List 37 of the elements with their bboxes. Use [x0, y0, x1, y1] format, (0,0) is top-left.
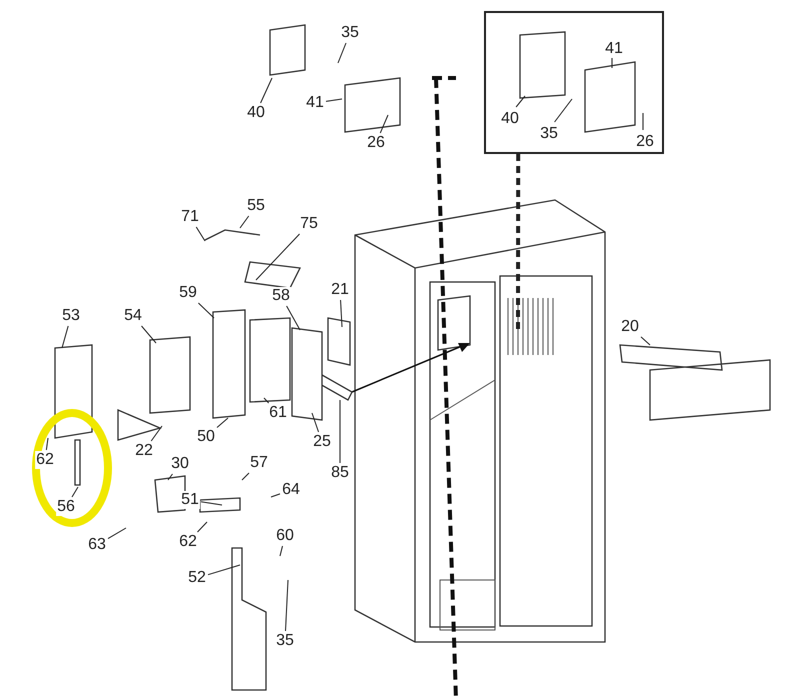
callout-number: 62: [35, 451, 55, 469]
leader-line: [108, 528, 126, 540]
callout-number: 41: [604, 40, 624, 58]
leader-line: [338, 42, 346, 64]
leader-line: [326, 98, 342, 102]
leader-line: [46, 438, 48, 450]
callout-number: 56: [56, 498, 76, 516]
leader-line: [196, 226, 206, 242]
leader-line: [256, 234, 300, 280]
leader-line: [197, 522, 208, 532]
callout-number: 51: [180, 491, 200, 509]
leader-line: [216, 418, 228, 428]
leader-line: [62, 326, 69, 348]
leader-line: [312, 412, 320, 432]
leader-line: [340, 300, 342, 328]
leader-line: [141, 326, 156, 344]
leader-line: [270, 493, 280, 498]
leader-line: [208, 564, 240, 576]
leader-line: [198, 302, 214, 318]
leader-line: [240, 216, 250, 228]
dashed-leader-line: [516, 154, 520, 330]
leader-line: [242, 472, 250, 480]
leader-line: [285, 580, 288, 632]
leader-line: [264, 398, 270, 404]
leader-line: [150, 426, 162, 442]
leader-line: [642, 112, 644, 130]
leader-line: [640, 336, 650, 346]
leader-line: [200, 501, 222, 506]
leader-line: [554, 98, 572, 122]
leader-line: [260, 78, 272, 104]
leader-line: [380, 114, 388, 134]
leader-line: [286, 306, 300, 330]
leader-line: [72, 486, 78, 498]
inset-frame: [484, 11, 664, 154]
leader-line: [516, 96, 526, 108]
leader-line: [280, 546, 283, 556]
leader-line: [168, 474, 173, 480]
